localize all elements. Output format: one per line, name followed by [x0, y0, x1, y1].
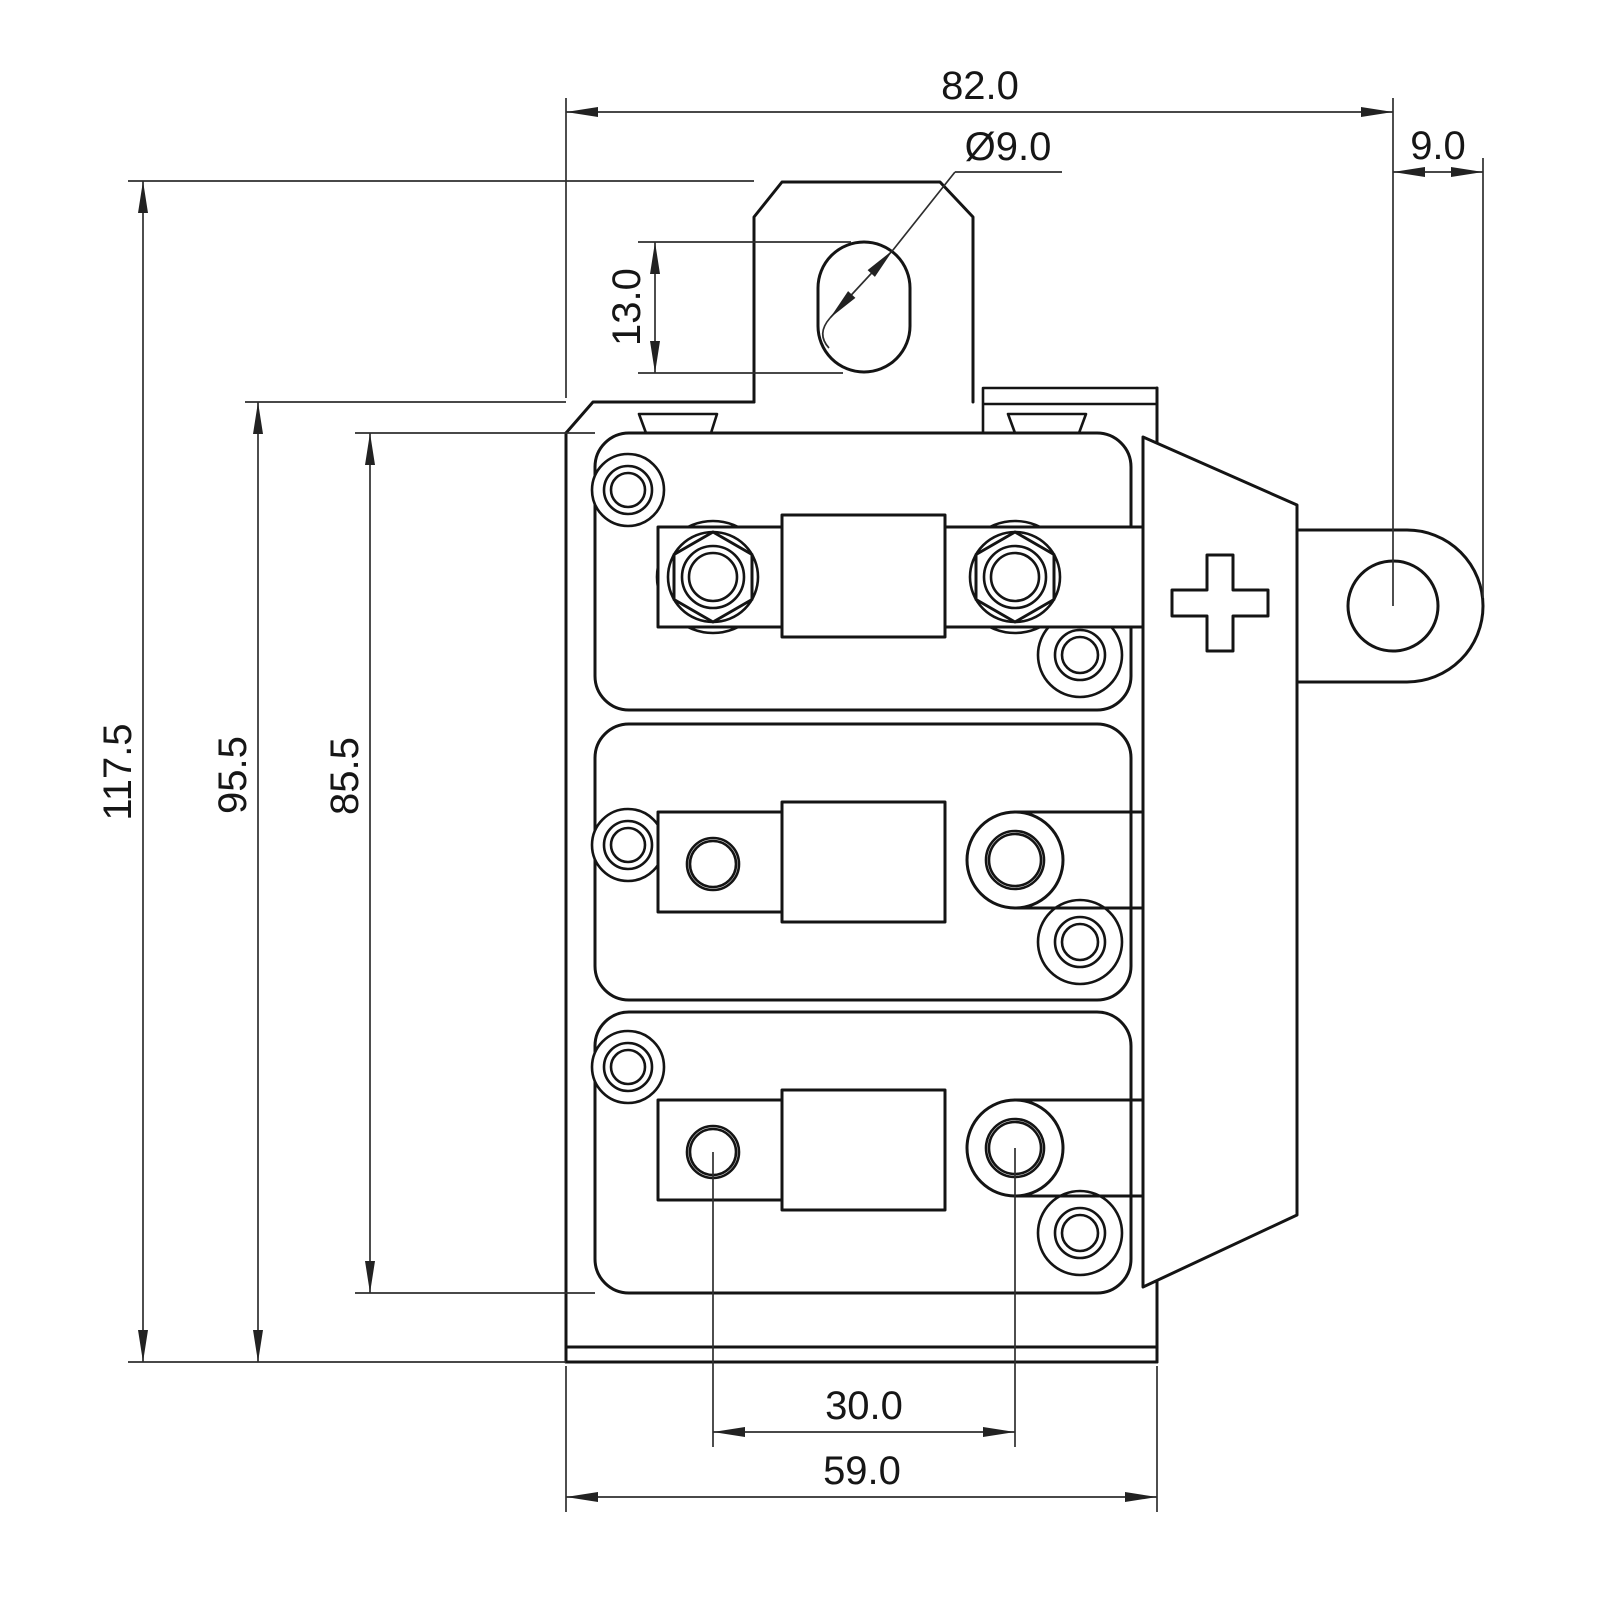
- fuse-body: [780, 513, 947, 639]
- dim-slot-length: 13.0: [605, 241, 851, 374]
- dim-text-95: 95.5: [211, 736, 255, 814]
- leader-arrows: [829, 249, 894, 319]
- screw-boss: [590, 452, 666, 528]
- screw-head: [1053, 628, 1107, 682]
- screw-head: [602, 1041, 654, 1093]
- screw-head: [1053, 1206, 1107, 1260]
- screw-bore: [1060, 1213, 1100, 1253]
- dim-text-13: 13.0: [605, 268, 649, 346]
- dim-text-85: 85.5: [323, 737, 367, 815]
- screw-bore: [1060, 635, 1100, 675]
- plate-hole-inner: [688, 839, 738, 889]
- screw-bore: [609, 1048, 647, 1086]
- ear-tab: [752, 180, 975, 404]
- dim-text-dia9: Ø9.0: [965, 125, 1052, 169]
- fuse-body: [780, 1088, 947, 1212]
- dim-slot-diameter: Ø9.0: [821, 125, 1062, 349]
- screw-bore: [609, 826, 647, 864]
- backplate-top-left: [564, 400, 756, 435]
- flag-plate: [1141, 435, 1299, 1289]
- stud-left: [680, 544, 746, 610]
- leader-line: [892, 171, 1062, 251]
- dim-plate-height: 95.5: [211, 401, 566, 1362]
- screw-head: [1053, 915, 1107, 969]
- stud-right: [982, 544, 1048, 610]
- plate-hole-outer: [685, 836, 741, 892]
- clip-tab-left: [637, 412, 719, 435]
- dim-overall-width: 82.0: [565, 64, 1394, 606]
- output-lug: [1295, 528, 1485, 684]
- dim-base-width: 59.0: [565, 1366, 1158, 1512]
- screw-head: [602, 464, 654, 516]
- ring-bore-outer: [984, 829, 1046, 891]
- fuse-plate: [656, 1098, 784, 1202]
- dim-text-59: 59.0: [823, 1449, 901, 1493]
- ring-bore-inner: [987, 832, 1043, 888]
- screw-boss: [1036, 898, 1124, 986]
- dim-text-82: 82.0: [941, 64, 1019, 108]
- screw-boss: [590, 1029, 666, 1105]
- dim-text-9: 9.0: [1410, 124, 1466, 168]
- ring-terminal: [965, 810, 1065, 910]
- backplate-top-right: [981, 386, 1159, 442]
- screw-bore: [609, 471, 647, 509]
- dim-stud-spacing: 30.0: [712, 1148, 1016, 1447]
- clip-tab-right: [1006, 412, 1088, 435]
- dim-body-height: 85.5: [323, 432, 595, 1294]
- slot-hole: [816, 240, 912, 374]
- screw-head: [602, 819, 654, 871]
- positive-flag: [1141, 435, 1299, 1289]
- screw-bore: [1060, 922, 1100, 962]
- dim-text-30: 30.0: [825, 1384, 903, 1428]
- fuse-plate: [656, 810, 784, 914]
- dim-text-117: 117.5: [96, 723, 140, 820]
- plus-symbol: [1170, 553, 1270, 653]
- stud-bore-right: [989, 551, 1041, 603]
- dim-overall-height: 117.5: [96, 180, 754, 1363]
- fuse-body: [780, 800, 947, 924]
- screw-boss: [1036, 1189, 1124, 1277]
- mounting-ear: [752, 180, 975, 404]
- stud-bore-left: [687, 551, 739, 603]
- lug-strap: [1295, 528, 1485, 684]
- leader-tail: [821, 317, 831, 349]
- dimensions: 82.0 9.0 Ø9.0 13.0 117.5: [96, 64, 1484, 1512]
- dim-edge-offset: 9.0: [1393, 124, 1484, 598]
- part-outline: [564, 180, 1485, 1364]
